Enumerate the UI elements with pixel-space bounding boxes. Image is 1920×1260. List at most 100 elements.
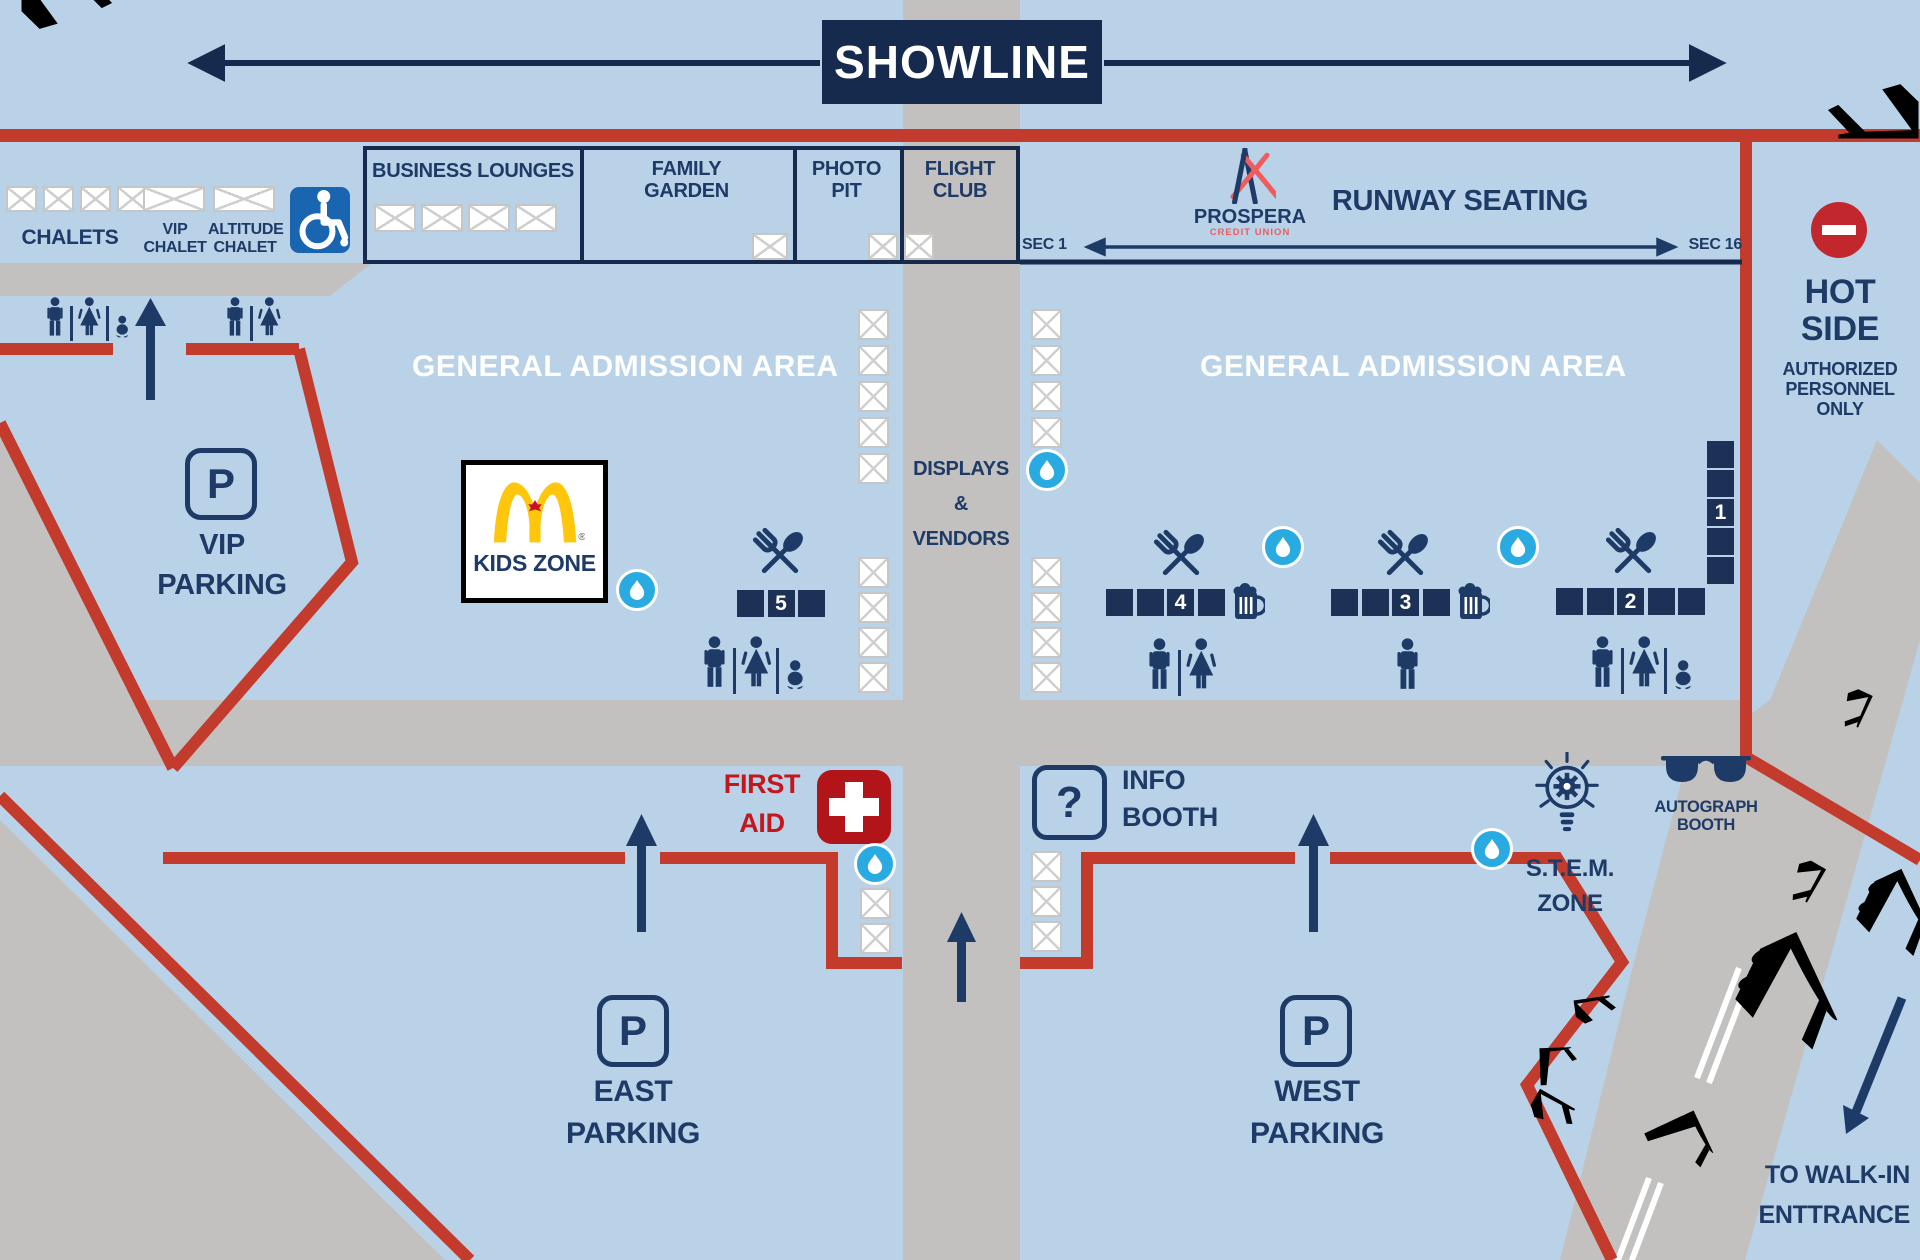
water-icon	[1262, 526, 1304, 568]
walk-in-label: TO WALK-IN ENTTRANCE	[1758, 1161, 1911, 1229]
autograph-booth-label: AUTOGRAPH BOOTH	[1654, 798, 1758, 835]
restroom-woman-icon	[741, 636, 771, 687]
prospera-logo	[1224, 147, 1280, 205]
restroom-icon-group	[1588, 636, 1696, 694]
vendor-tent-icon	[860, 888, 891, 919]
showline-arrow	[187, 44, 1727, 82]
restroom-icon-group	[224, 297, 282, 341]
general-admission-left: GENERAL ADMISSION AREA	[412, 350, 839, 383]
food-stand-square	[1707, 470, 1734, 497]
facilities-box	[363, 146, 1020, 264]
prospera-sub: CREDIT UNION	[1209, 227, 1291, 238]
vendor-tent-icon	[515, 204, 557, 232]
restroom-icon-group	[1393, 638, 1422, 696]
fighter-aircraft-icon	[1712, 0, 1919, 139]
facilities-divider	[580, 146, 584, 264]
general-admission-right: GENERAL ADMISSION AREA	[1200, 350, 1627, 383]
vendor-tent-icon	[858, 592, 889, 623]
vendor-tent-icon	[904, 233, 934, 260]
facilities-divider	[793, 146, 797, 264]
chalets-label: CHALETS	[21, 226, 119, 249]
fighter-aircraft-icon	[22, 0, 229, 136]
food-stand-number: 3	[1399, 590, 1412, 614]
info-booth-label: INFO BOOTH	[1122, 765, 1218, 832]
food-icon	[1150, 524, 1212, 591]
restroom-icon-group	[700, 636, 808, 694]
restroom-icon-group	[44, 297, 131, 341]
restroom-woman-icon	[258, 297, 281, 336]
food-stand-square	[1678, 588, 1705, 615]
vendor-tent-icon	[1031, 662, 1062, 693]
runway-seating-label: RUNWAY SEATING	[1331, 185, 1589, 217]
sec-start-label: SEC 1	[1022, 236, 1067, 253]
vendor-tent-icon	[858, 309, 889, 340]
west-parking-label: WEST PARKING	[1249, 1075, 1384, 1150]
vendor-tent-icon	[1031, 381, 1062, 412]
restroom-divider	[1178, 649, 1181, 696]
restroom-baby-icon	[787, 660, 804, 690]
kids-zone-box: ® KIDS ZONE	[461, 460, 608, 603]
restroom-divider	[250, 305, 253, 341]
vendor-tent-icon	[213, 186, 275, 212]
flight-club-label: FLIGHT CLUB	[924, 158, 996, 202]
food-icon	[1602, 522, 1664, 589]
vendor-tent-icon	[1031, 627, 1062, 658]
info-booth-icon: ?	[1032, 765, 1107, 840]
restroom-man-icon	[47, 297, 63, 336]
vendor-tent-icon	[868, 233, 898, 260]
food-stand-square	[737, 590, 764, 617]
stem-zone-icon	[1533, 751, 1601, 857]
east-parking-label: EAST PARKING	[565, 1075, 700, 1150]
vendor-tent-icon	[1031, 309, 1062, 340]
restroom-divider	[776, 647, 780, 694]
food-stand-number: 2	[1624, 589, 1637, 613]
family-garden-label: FAMILY GARDEN	[644, 158, 729, 202]
food-stand-square: 3	[1392, 589, 1419, 616]
sections-arrow	[1083, 237, 1679, 257]
vendor-tent-icon	[860, 923, 891, 954]
food-stand-square	[1647, 588, 1675, 615]
altitude-chalet-label: ALTITUDE CHALET	[208, 221, 284, 256]
food-stand-square	[1106, 589, 1133, 616]
vendor-tent-icon	[374, 204, 416, 232]
restroom-man-icon	[704, 636, 725, 687]
food-stand-square	[1331, 589, 1358, 616]
vendor-tent-icon	[1031, 921, 1062, 952]
vendor-tent-icon	[143, 186, 205, 212]
food-stand-square	[1707, 441, 1734, 468]
restroom-divider	[105, 305, 109, 341]
beer-icon	[1229, 582, 1268, 627]
restroom-divider	[733, 647, 736, 694]
food-stand-square: 2	[1617, 588, 1644, 615]
vendor-tent-icon	[468, 204, 510, 232]
food-stand-number: 4	[1174, 590, 1187, 614]
business-lounges-label: BUSINESS LOUNGES	[372, 160, 574, 182]
vip-parking-icon: P	[185, 448, 257, 520]
water-icon	[616, 569, 658, 611]
vendor-tent-icon	[858, 381, 889, 412]
facilities-divider	[900, 146, 904, 264]
restroom-divider	[1621, 647, 1624, 694]
vendor-tent-icon	[1031, 851, 1062, 882]
restroom-man-icon	[227, 297, 243, 336]
restroom-baby-icon	[1675, 660, 1692, 690]
prospera-name: PROSPERA	[1193, 206, 1307, 228]
food-stand-square	[798, 590, 825, 617]
vendor-tent-icon	[858, 345, 889, 376]
displays-vendors-label: DISPLAYS & VENDORS	[912, 458, 1010, 550]
vendor-tent-icon	[1031, 345, 1062, 376]
restroom-divider	[70, 305, 73, 341]
vendor-tent-icon	[6, 186, 37, 212]
beer-icon	[1454, 582, 1493, 627]
vendor-tent-icon	[80, 186, 111, 212]
food-stand-square	[1197, 589, 1225, 616]
showline-banner: SHOWLINE	[822, 20, 1102, 104]
restroom-baby-icon	[115, 315, 129, 338]
food-stand-square	[1556, 588, 1583, 615]
hot-side-label: HOT SIDE	[1800, 273, 1880, 349]
walk-in-arrow	[1843, 996, 1907, 1134]
food-stand-number: 1	[1714, 500, 1727, 524]
